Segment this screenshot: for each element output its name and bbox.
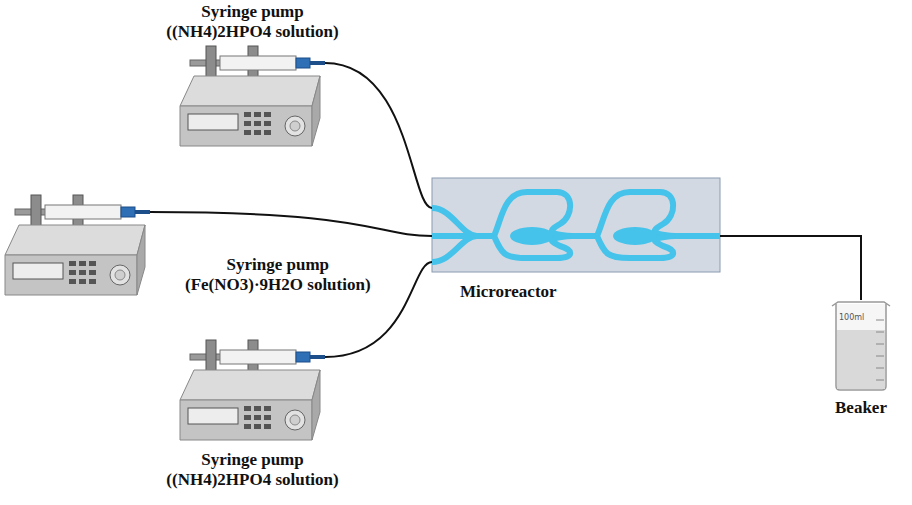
label-heading: Beaker [835, 398, 887, 418]
label-body: (Fe(NO3)·9H2O solution) [185, 275, 371, 295]
label-heading: Microreactor [460, 282, 557, 302]
node-label: Syringe pump((NH4)2HPO4 solution) [166, 450, 338, 490]
node-label: Beaker [835, 398, 887, 418]
microreactor-chip [432, 178, 720, 272]
tubing-line [325, 63, 432, 208]
syringe-pump: Syringe pump((NH4)2HPO4 solution) [180, 340, 325, 444]
beaker: Beaker100ml [830, 300, 892, 392]
label-body: ((NH4)2HPO4 solution) [166, 470, 338, 490]
syringe-pump-drawing [5, 195, 150, 295]
label-body: ((NH4)2HPO4 solution) [166, 22, 338, 42]
syringe-pump-drawing [180, 340, 325, 440]
beaker-drawing [832, 302, 890, 390]
tubing-line [150, 212, 432, 236]
label-heading: Syringe pump [166, 450, 338, 470]
label-heading: Syringe pump [185, 255, 371, 275]
microreactor: Microreactor [432, 178, 720, 272]
node-label: Syringe pump(Fe(NO3)·9H2O solution) [185, 255, 371, 295]
node-label: Syringe pump((NH4)2HPO4 solution) [166, 2, 338, 42]
syringe-pump: Syringe pump((NH4)2HPO4 solution) [180, 46, 325, 150]
syringe-pump: Syringe pump(Fe(NO3)·9H2O solution) [5, 195, 150, 299]
volume-mark: 100ml [839, 313, 864, 322]
label-heading: Syringe pump [166, 2, 338, 22]
syringe-pump-drawing [180, 46, 325, 146]
tubing-line [720, 236, 861, 300]
node-label: Microreactor [460, 282, 557, 302]
